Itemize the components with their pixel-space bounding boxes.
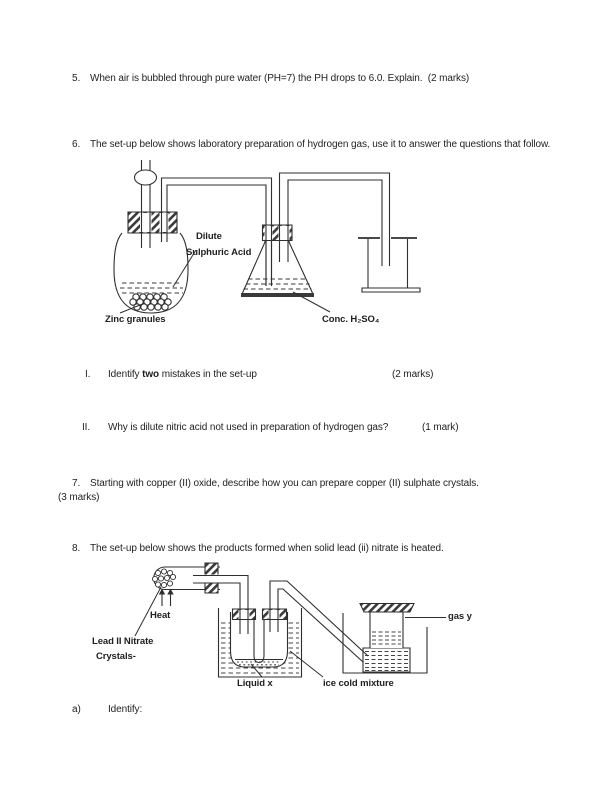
sub-i-text-bold: two <box>142 369 160 380</box>
q5-number: 5. <box>72 73 81 84</box>
sub-ii-text: Why is dilute nitric acid not used in pr… <box>108 422 389 433</box>
diagram2-pointer-lines <box>135 587 446 677</box>
heat-arrows <box>158 588 174 607</box>
water-trough <box>343 613 427 673</box>
q7-number: 7. <box>72 478 81 489</box>
zinc-granules-shapes <box>130 294 171 310</box>
lead-nitrate-setup-diagram <box>85 560 490 702</box>
sub-ii-number: II. <box>82 422 91 433</box>
u-tube-stoppers <box>233 609 287 620</box>
sub-i-number: I. <box>85 369 91 380</box>
delivery-tube-to-jar <box>270 581 368 662</box>
sub-i-marks: (2 marks) <box>392 369 434 380</box>
lead-nitrate-label-line2: Crystals- <box>96 651 136 662</box>
q8-text: The set-up below shows the products form… <box>90 543 444 554</box>
conical-flask <box>241 241 314 297</box>
collection-vessel <box>358 238 420 292</box>
dilute-acid-label-line1: Dilute <box>196 231 222 242</box>
gas-jar <box>360 604 414 648</box>
ice-bath-trough <box>219 608 302 677</box>
sub-ii-marks: (1 mark) <box>422 422 459 433</box>
heat-label: Heat <box>150 610 171 621</box>
conical-flask-stopper <box>263 225 293 286</box>
trough-water <box>363 648 410 672</box>
u-tube <box>231 612 288 667</box>
water-in-jar <box>372 632 401 644</box>
q8-number: 8. <box>72 543 81 554</box>
boiling-tube-stopper <box>203 563 220 593</box>
lead-nitrate-crystals-shapes <box>152 569 175 588</box>
dilute-acid-label-line2: Sulphuric Acid <box>186 247 252 258</box>
sub-i-text-pre: Identify <box>108 369 143 380</box>
diagram1-pointer-lines <box>120 250 330 313</box>
lead-nitrate-label-line1: Lead II Nitrate <box>92 636 154 647</box>
flask-stopper <box>128 212 177 233</box>
gas-jar-lid <box>360 604 414 613</box>
q5-text: When air is bubbled through pure water (… <box>90 73 470 84</box>
ice-cold-mixture-label: ice cold mixture <box>323 678 394 689</box>
delivery-tube-2 <box>280 173 390 266</box>
gas-y-label: gas y <box>448 611 472 622</box>
q7-text: Starting with copper (II) oxide, describ… <box>90 478 479 489</box>
zinc-granules-label: Zinc granules <box>105 314 166 325</box>
liquid-x-label: Liquid x <box>237 678 273 689</box>
delivery-tube-to-utube <box>193 576 248 635</box>
q6-text: The set-up below shows laboratory prepar… <box>90 139 551 150</box>
conc-h2so4-label: Conc. H₂SO₄ <box>322 314 380 325</box>
liquid-x-liquid <box>237 662 281 665</box>
q7-marks: (3 marks) <box>58 492 100 503</box>
sub-a-number: a) <box>72 704 81 715</box>
thistle-funnel <box>135 160 157 248</box>
sub-a-text: Identify: <box>108 704 143 715</box>
sub-i-text: Identify two mistakes in the set-up <box>108 368 257 382</box>
q6-number: 6. <box>72 139 81 150</box>
dilute-acid-liquid <box>120 283 183 293</box>
sub-i-text-post: mistakes in the set-up <box>159 369 257 380</box>
hydrogen-setup-diagram <box>95 160 430 335</box>
